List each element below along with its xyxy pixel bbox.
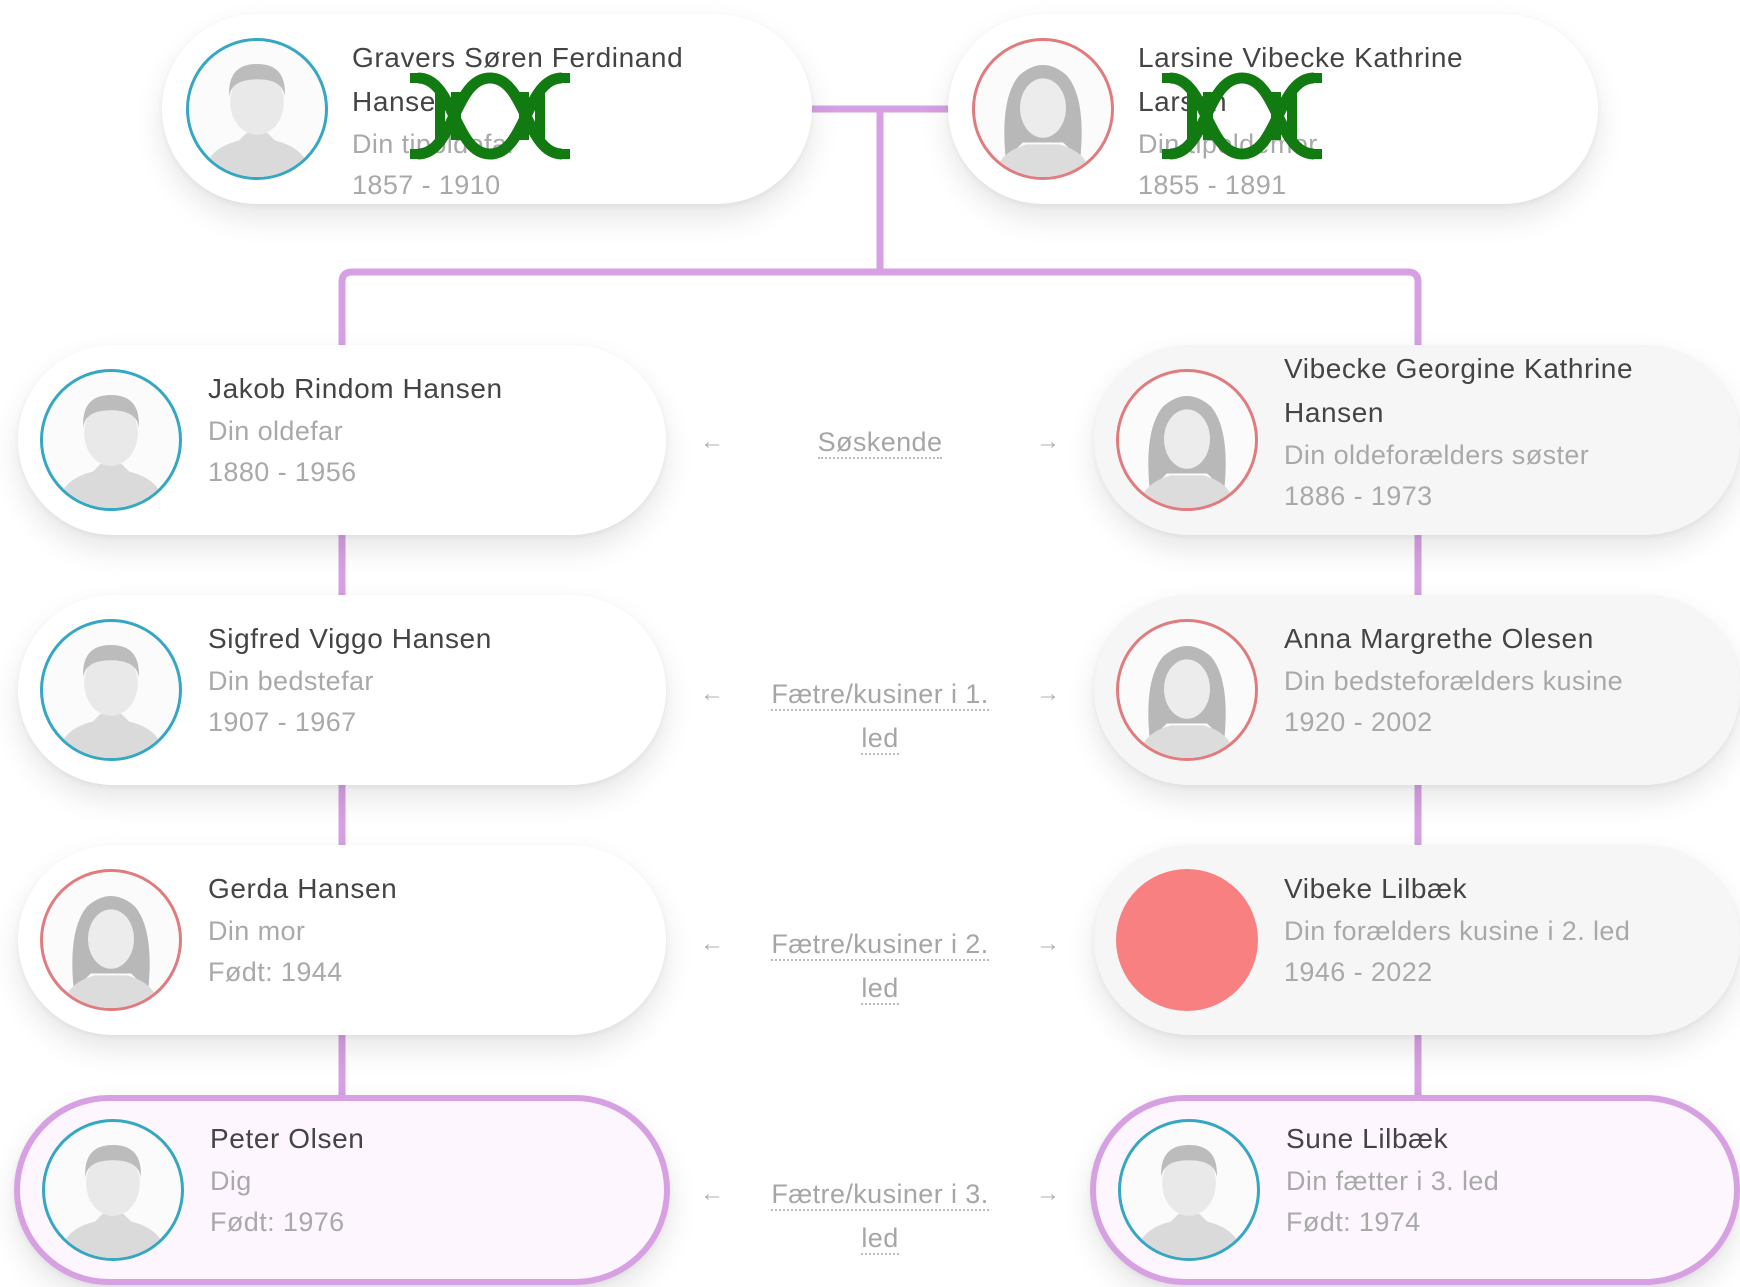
relationship-link[interactable]: Fætre/kusiner i 2. led [760,922,1000,1010]
relationship-link[interactable]: Søskende [760,420,1000,464]
person-name: Sune Lilbæk [1286,1123,1449,1154]
arrow-left-icon: ← [700,428,724,455]
female-avatar-icon [1116,369,1258,511]
relationship-label-siblings: ← Søskende → [700,420,1060,464]
arrow-right-icon: → [1036,930,1060,957]
person-years: 1855 - 1891 [1138,170,1287,200]
person-card-peter-self[interactable]: Peter Olsen Dig Født: 1976 [14,1095,670,1285]
person-card-vibecke[interactable]: Vibecke Georgine Kathrine Hansen Din old… [1094,345,1740,535]
person-card-anna[interactable]: Anna Margrethe Olesen Din bedsteforælder… [1094,595,1740,785]
arrow-right-icon: → [1036,1180,1060,1207]
relationship-text: Fætre/kusiner i 2. [771,929,989,961]
arrow-left-icon: ← [700,1180,724,1207]
person-name: Peter Olsen [210,1123,365,1154]
person-name: Gravers Søren Ferdinand [352,42,684,73]
connector-lines [338,105,1422,1095]
female-avatar-icon [972,38,1114,180]
person-years: Født: 1976 [210,1207,345,1237]
person-years: 1946 - 2022 [1284,957,1433,987]
person-card-larsine[interactable]: Larsine Vibecke Kathrine Larsen Din tipo… [948,14,1598,204]
arrow-left-icon: ← [700,930,724,957]
male-avatar-icon [42,1119,184,1261]
person-card-vibeke[interactable]: Vibeke Lilbæk Din forælders kusine i 2. … [1094,845,1740,1035]
relationship-link[interactable]: Fætre/kusiner i 1. led [760,672,1000,760]
person-name: Gerda Hansen [208,873,398,904]
relationship-label-cousins-1: ← Fætre/kusiner i 1. led → [700,672,1060,760]
person-relation: Din bedsteforælders kusine [1284,666,1624,696]
male-avatar-icon [40,369,182,511]
person-relation: Din forælders kusine i 2. led [1284,916,1631,946]
relationship-text: Søskende [817,427,943,459]
branch-connector [338,268,1422,345]
relationship-label-cousins-2: ← Fætre/kusiner i 2. led → [700,922,1060,1010]
person-name: Larsine Vibecke Kathrine [1138,42,1464,73]
person-relation: Din oldefar [208,416,343,446]
person-card-gerda[interactable]: Gerda Hansen Din mor Født: 1944 [18,845,666,1035]
person-relation: Din oldeforælders søster [1284,440,1590,470]
person-years: 1920 - 2002 [1284,707,1433,737]
person-card-jakob[interactable]: Jakob Rindom Hansen Din oldefar 1880 - 1… [18,345,666,535]
person-relation: Din fætter i 3. led [1286,1166,1500,1196]
arrow-right-icon: → [1036,680,1060,707]
relationship-text-continued: led [861,723,899,755]
female-avatar-icon [1116,619,1258,761]
placeholder-avatar-icon [1116,869,1258,1011]
person-years: 1886 - 1973 [1284,481,1433,511]
person-years: Født: 1974 [1286,1207,1421,1237]
relationship-text-continued: led [861,1223,899,1255]
person-relation: Dig [210,1166,252,1196]
male-avatar-icon [186,38,328,180]
relationship-text: Fætre/kusiner i 1. [771,679,989,711]
person-name: Sigfred Viggo Hansen [208,623,492,654]
arrow-left-icon: ← [700,680,724,707]
male-avatar-icon [40,619,182,761]
person-years: Født: 1944 [208,957,343,987]
person-years: 1907 - 1967 [208,707,357,737]
person-card-sune[interactable]: Sune Lilbæk Din fætter i 3. led Født: 19… [1090,1095,1740,1285]
female-avatar-icon [40,869,182,1011]
person-name: Jakob Rindom Hansen [208,373,503,404]
arrow-right-icon: → [1036,428,1060,455]
person-card-sigfred[interactable]: Sigfred Viggo Hansen Din bedstefar 1907 … [18,595,666,785]
male-avatar-icon [1118,1119,1260,1261]
person-name-continued: Hansen [1284,397,1385,428]
relationship-text: Fætre/kusiner i 3. [771,1179,989,1211]
dna-match-icon [1162,72,1322,160]
relationship-label-cousins-3: ← Fætre/kusiner i 3. led → [700,1172,1060,1260]
person-name: Anna Margrethe Olesen [1284,623,1594,654]
relationship-link[interactable]: Fætre/kusiner i 3. led [760,1172,1000,1260]
person-years: 1857 - 1910 [352,170,501,200]
person-name: Vibeke Lilbæk [1284,873,1468,904]
person-name: Vibecke Georgine Kathrine [1284,353,1634,384]
person-relation: Din bedstefar [208,666,374,696]
person-years: 1880 - 1956 [208,457,357,487]
person-card-gravers[interactable]: Gravers Søren Ferdinand Hansen Din tipol… [162,14,812,204]
dna-match-icon [410,72,570,160]
relationship-text-continued: led [861,973,899,1005]
person-relation: Din mor [208,916,306,946]
